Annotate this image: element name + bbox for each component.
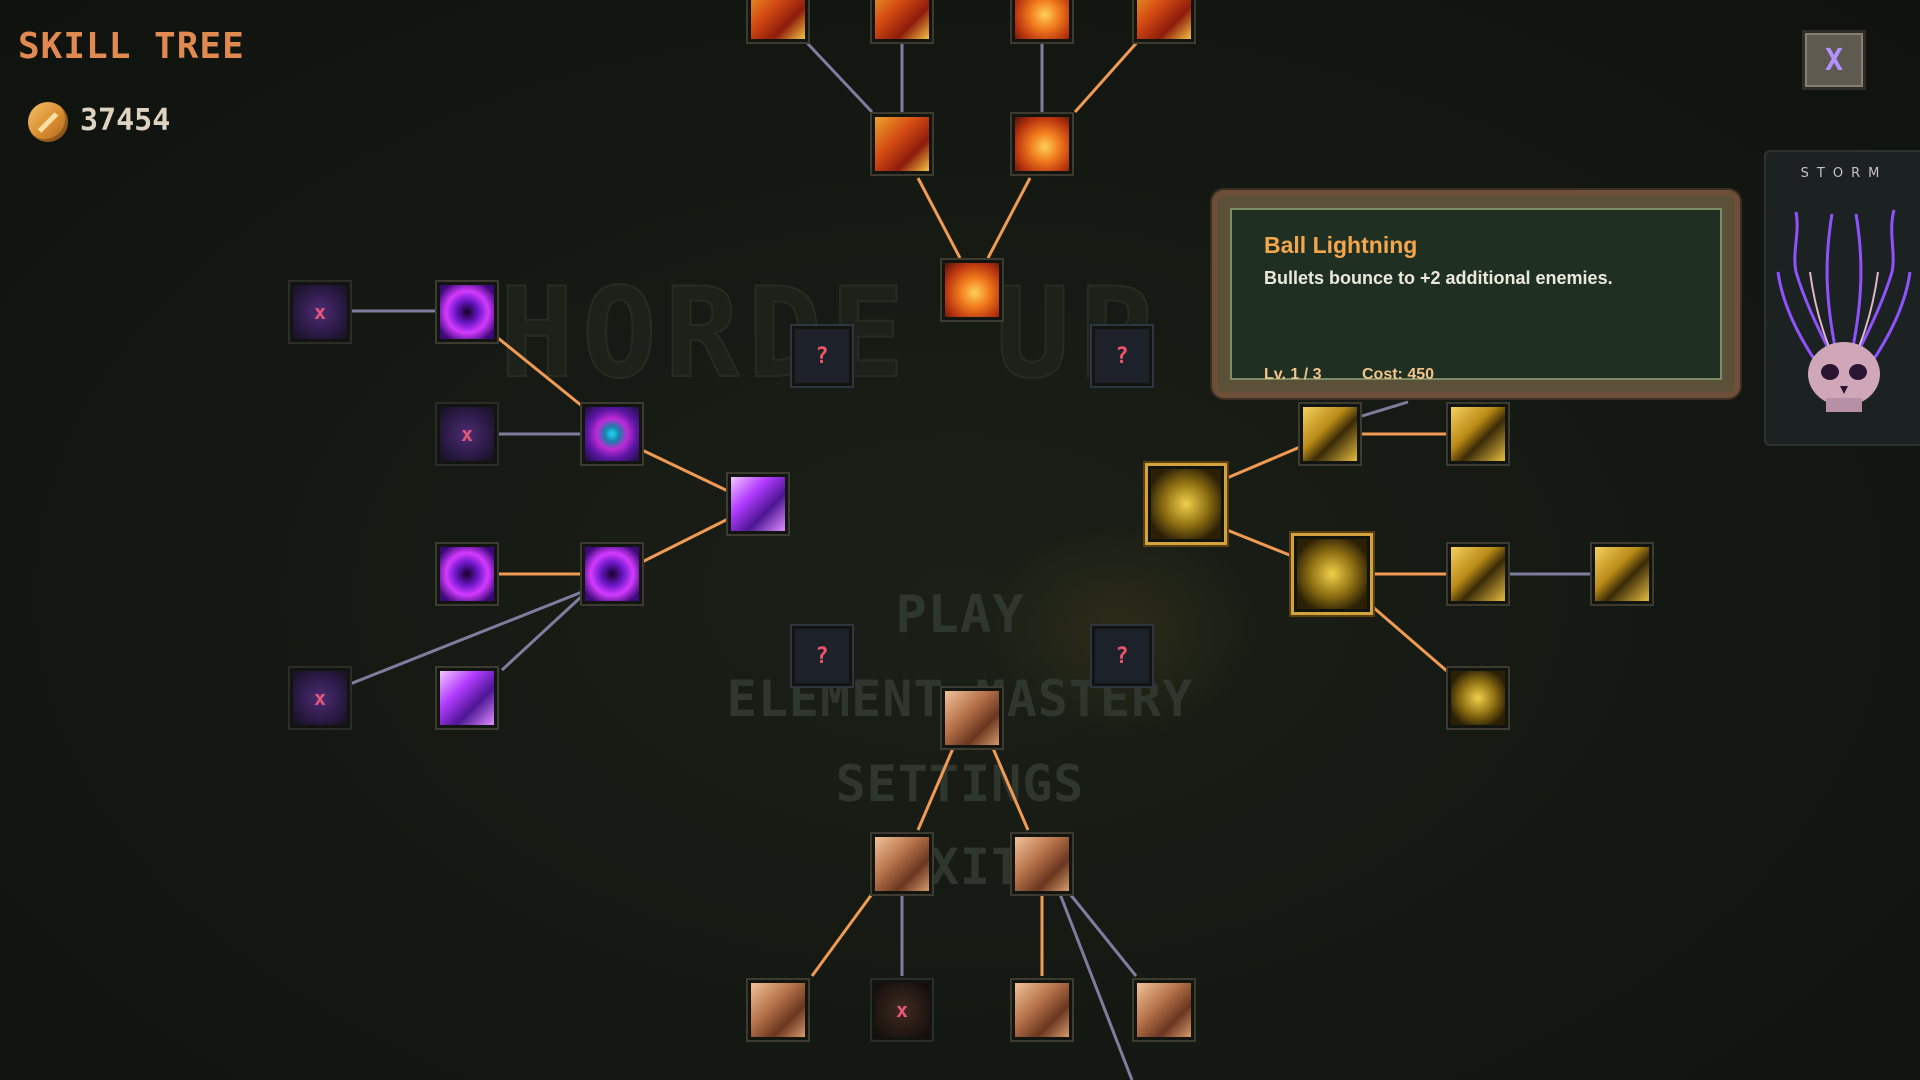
tooltip-description: Bullets bounce to +2 additional enemies.	[1264, 268, 1613, 288]
skill-node-fire[interactable]	[748, 0, 808, 42]
skull-eye	[1849, 364, 1867, 380]
skill-node-locked[interactable]: x	[872, 980, 932, 1040]
tooltip-panel: Ball Lightning Bullets bounce to +2 addi…	[1230, 208, 1722, 383]
edge	[1361, 400, 1409, 418]
coin-icon	[28, 102, 68, 142]
skill-node-mystery[interactable]: ?	[792, 626, 852, 686]
skill-node-earth[interactable]	[1012, 980, 1072, 1040]
lock-icon: x	[460, 422, 474, 446]
background-menu-play: PLAY	[895, 585, 1025, 645]
skill-node-mystery[interactable]: ?	[1092, 326, 1152, 386]
skill-node-void-eye[interactable]	[582, 404, 642, 464]
skull-head	[1808, 342, 1880, 406]
skill-node-fire[interactable]	[1012, 114, 1072, 174]
skill-node-earth[interactable]	[1134, 980, 1194, 1040]
skull-nose	[1840, 386, 1848, 394]
edge	[916, 177, 962, 259]
skill-node-void[interactable]	[437, 544, 497, 604]
edge	[916, 745, 956, 831]
edge	[500, 594, 584, 672]
skill-node-storm[interactable]	[1300, 404, 1360, 464]
skill-node-locked[interactable]: x	[437, 404, 497, 464]
element-card-storm[interactable]: STORM	[1764, 150, 1920, 446]
edge	[1068, 893, 1138, 977]
tooltip-title: Ball Lightning	[1264, 232, 1418, 258]
skull-jaw	[1826, 398, 1862, 412]
skill-node-void[interactable]	[437, 282, 497, 342]
tooltip-cost: Cost: 450	[1362, 366, 1435, 383]
skill-node-fire[interactable]	[872, 114, 932, 174]
lock-icon: x	[313, 300, 327, 324]
skill-node-earth[interactable]	[748, 980, 808, 1040]
edge	[1226, 445, 1301, 480]
lock-icon: x	[895, 998, 909, 1022]
skill-node-locked[interactable]: x	[290, 668, 350, 728]
skill-node-storm[interactable]	[1592, 544, 1652, 604]
storm-skull-icon	[1776, 209, 1912, 412]
skill-node-void[interactable]	[437, 668, 497, 728]
edge	[641, 448, 731, 494]
edge	[810, 893, 874, 977]
skill-node-fire-root[interactable]	[942, 260, 1002, 320]
edge	[990, 745, 1030, 831]
element-card-label: STORM	[1800, 166, 1888, 181]
mystery-label: ?	[815, 343, 829, 369]
skill-node-fire[interactable]	[1012, 0, 1072, 42]
skill-node-storm-root[interactable]	[1148, 466, 1224, 542]
skill-node-ball-lightning[interactable]	[1294, 536, 1370, 612]
edge	[349, 590, 583, 686]
skill-node-earth-root[interactable]	[942, 688, 1002, 748]
edge	[1058, 893, 1134, 1080]
edge	[1373, 606, 1449, 674]
mystery-label: ?	[1115, 643, 1129, 669]
background-menu-settings: SETTINGS	[835, 755, 1085, 813]
edge	[1226, 528, 1293, 558]
skill-node-mystery[interactable]: ?	[792, 326, 852, 386]
skill-node-locked[interactable]: x	[290, 282, 350, 342]
page-title: SKILL TREE	[18, 26, 245, 67]
edge	[641, 516, 731, 564]
skill-node-storm[interactable]	[1448, 668, 1508, 728]
skill-node-fire[interactable]	[1134, 0, 1194, 42]
skill-tooltip: Ball Lightning Bullets bounce to +2 addi…	[1218, 196, 1734, 392]
skill-node-earth[interactable]	[872, 834, 932, 894]
mystery-label: ?	[815, 643, 829, 669]
skill-node-storm[interactable]	[1448, 404, 1508, 464]
skill-node-void-triangle[interactable]	[582, 544, 642, 604]
skull-eye	[1821, 364, 1839, 380]
skill-node-storm[interactable]	[1448, 544, 1508, 604]
close-button[interactable]: X	[1802, 30, 1866, 90]
tooltip-level: Lv. 1 / 3	[1264, 366, 1322, 383]
skill-node-mystery[interactable]: ?	[1092, 626, 1152, 686]
skill-node-fire[interactable]	[872, 0, 932, 42]
edge	[986, 177, 1032, 259]
skill-node-void-root[interactable]	[728, 474, 788, 534]
edge	[497, 336, 583, 408]
mystery-label: ?	[1115, 343, 1129, 369]
coin-balance: 37454	[80, 103, 171, 138]
skill-node-earth[interactable]	[1012, 834, 1072, 894]
lock-icon: x	[313, 686, 327, 710]
